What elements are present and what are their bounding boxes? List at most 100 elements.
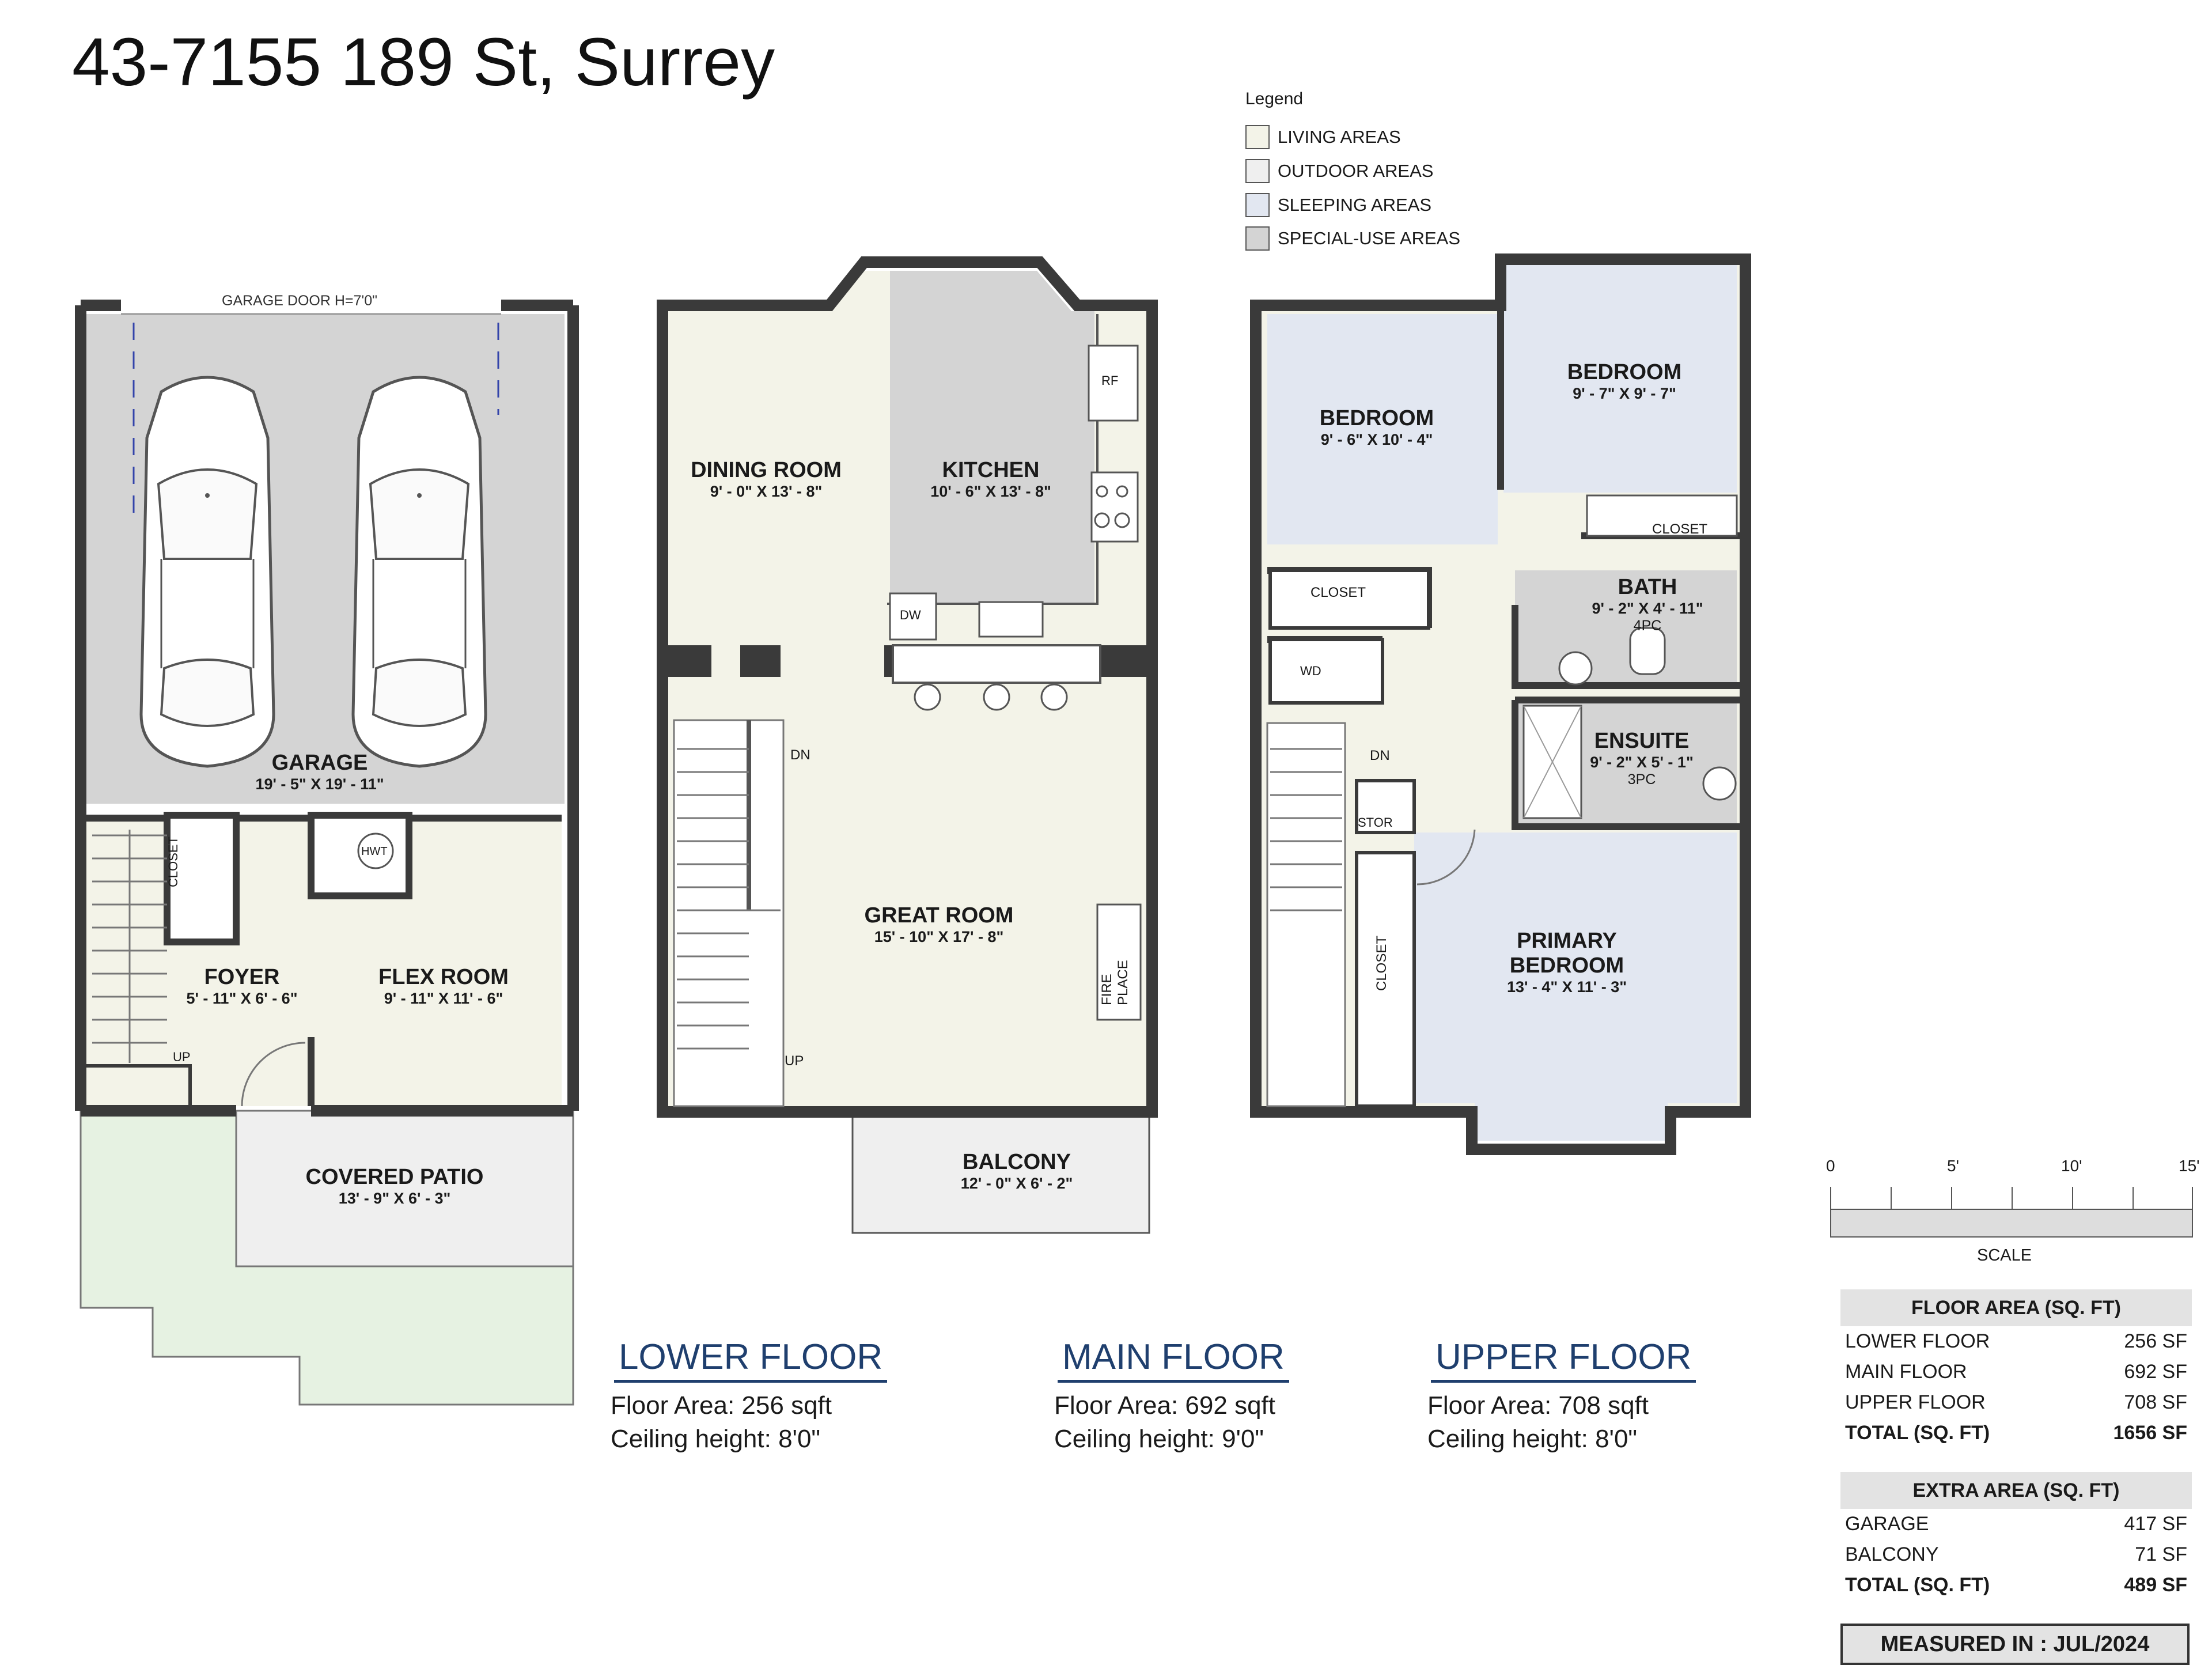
up-label-lower: UP [173,1050,191,1064]
floor-area-table: FLOOR AREA (SQ. FT) LOWER FLOOR 256 SF M… [1840,1289,2192,1448]
room-dims: 10' - 6" X 13' - 8" [930,483,1051,500]
closet-label: CLOSET [1652,521,1708,537]
bath-type: 4PC [1633,618,1662,634]
room-name: GARAGE [271,751,368,775]
room-name: KITCHEN [942,458,1040,482]
row-label: UPPER FLOOR [1845,1391,1986,1413]
legend-swatch [1245,226,1270,251]
table-header: FLOOR AREA (SQ. FT) [1840,1289,2192,1326]
bedroom2-label: BEDROOM 9' - 7" X 9' - 7" [1532,360,1717,403]
table-header: EXTRA AREA (SQ. FT) [1840,1472,2192,1509]
great-room-label: GREAT ROOM 15' - 10" X 17' - 8" [841,903,1037,946]
floor-ceiling: Ceiling height: 8'0" [611,1425,821,1453]
foyer-label: FOYER 5' - 11" X 6' - 6" [156,965,328,1008]
legend-label: LIVING AREAS [1278,127,1401,147]
floor-name: UPPER FLOOR [1431,1337,1696,1383]
floor-area: Floor Area: 256 sqft [611,1391,832,1420]
table-row: BALCONY 71 SF [1840,1539,2192,1570]
stor-label: STOR [1358,815,1393,830]
page-title: 43-7155 189 St, Surrey [72,24,775,100]
lower-floor-plan [75,300,579,1406]
room-dims: 9' - 11" X 11' - 6" [384,990,503,1007]
room-name: FLEX ROOM [378,965,509,989]
room-dims: 9' - 2" X 4' - 11" [1592,600,1703,617]
fireplace-label: FIRE PLACE [1099,960,1131,1005]
scale-ticks-marks [1830,1187,2193,1210]
bath-label: BATH 9' - 2" X 4' - 11" 4PC [1567,575,1728,634]
room-dims: 13' - 9" X 6' - 3" [338,1190,451,1207]
row-value: 256 SF [2124,1330,2187,1352]
lower-floor-info: LOWER FLOOR Floor Area: 256 sqft Ceiling… [611,1337,933,1454]
scale-tick: 15' [2179,1157,2200,1175]
primary-bedroom-label: PRIMARY BEDROOM 13' - 4" X 11' - 3" [1475,929,1659,996]
scale-tick: 5' [1947,1157,1959,1175]
room-name: PRIMARY [1517,929,1617,953]
scale-bar [1830,1209,2193,1238]
row-value: 708 SF [2124,1391,2187,1413]
closet-label: CLOSET [1310,585,1366,600]
floor-ceiling: Ceiling height: 9'0" [1054,1425,1264,1453]
dn-label-main: DN [790,747,810,763]
table-row: GARAGE 417 SF [1840,1509,2192,1539]
floor-name: MAIN FLOOR [1058,1337,1289,1383]
room-dims: 12' - 0" X 6' - 2" [960,1175,1073,1192]
flex-room-label: FLEX ROOM 9' - 11" X 11' - 6" [340,965,547,1008]
room-dims: 5' - 11" X 6' - 6" [186,990,298,1007]
measured-date-badge: MEASURED IN : JUL/2024 [1840,1624,2190,1665]
table-total-row: TOTAL (SQ. FT) 1656 SF [1840,1418,2192,1448]
scale-tick: 10' [2061,1157,2082,1175]
room-dims: 13' - 4" X 11' - 3" [1506,978,1627,996]
bath-area [1515,570,1737,686]
closet-label: CLOSET [1374,935,1389,991]
scale-caption: SCALE [1977,1246,2032,1265]
dw-label: DW [900,608,921,622]
upper-floor-info: UPPER FLOOR Floor Area: 708 sqft Ceiling… [1427,1337,1750,1454]
floor-name: LOWER FLOOR [614,1337,888,1383]
legend-item-outdoor: OUTDOOR AREAS [1245,157,1433,185]
scale-tick: 0 [1826,1157,1835,1175]
room-name: DINING ROOM [691,458,842,482]
covered-patio-area [235,1110,574,1267]
row-label: LOWER FLOOR [1845,1330,1990,1352]
room-dims: 9' - 7" X 9' - 7" [1573,385,1676,402]
balcony-area [851,1111,1150,1234]
row-value: 71 SF [2135,1543,2187,1565]
legend-swatch [1245,159,1270,183]
legend-swatch [1245,125,1270,149]
covered-patio-label: COVERED PATIO 13' - 9" X 6' - 3" [276,1165,513,1208]
room-name: GREAT ROOM [864,903,1014,928]
room-name: BALCONY [963,1150,1071,1174]
dining-room-label: DINING ROOM 9' - 0" X 13' - 8" [662,458,870,501]
room-name: BATH [1618,575,1677,599]
legend-title: Legend [1245,89,1304,108]
room-name-line2: BEDROOM [1509,953,1624,978]
room-name: FOYER [204,965,280,989]
hwt-label: HWT [361,845,388,858]
fireplace-line1: FIRE [1099,974,1115,1005]
room-name: BEDROOM [1567,360,1682,384]
legend-item-special: SPECIAL-USE AREAS [1245,225,1460,252]
table-total-row: TOTAL (SQ. FT) 489 SF [1840,1570,2192,1600]
row-value: 489 SF [2124,1574,2187,1596]
dn-label-upper: DN [1370,748,1390,763]
upper-floor-plan [1250,253,1751,1155]
balcony-label: BALCONY 12' - 0" X 6' - 2" [922,1150,1112,1193]
main-floor-plan [657,256,1158,1234]
kitchen-area [890,271,1094,605]
wd-label: WD [1300,664,1321,678]
legend-label: SPECIAL-USE AREAS [1278,228,1461,248]
bedroom1-label: BEDROOM 9' - 6" X 10' - 4" [1285,406,1469,449]
room-dims: 9' - 2" X 5' - 1" [1590,754,1694,771]
legend-label: SLEEPING AREAS [1278,195,1432,215]
row-value: 417 SF [2124,1513,2187,1535]
table-row: MAIN FLOOR 692 SF [1840,1357,2192,1387]
row-label: TOTAL (SQ. FT) [1845,1422,1990,1444]
row-label: GARAGE [1845,1513,1929,1535]
kitchen-label: KITCHEN 10' - 6" X 13' - 8" [899,458,1083,501]
garage-door-label: GARAGE DOOR H=7'0" [222,293,377,309]
legend-swatch [1245,193,1270,217]
row-value: 692 SF [2124,1361,2187,1383]
fireplace-line2: PLACE [1115,960,1131,1005]
garage-label: GARAGE 19' - 5" X 19' - 11" [204,751,435,793]
legend-item-sleeping: SLEEPING AREAS [1245,191,1431,219]
